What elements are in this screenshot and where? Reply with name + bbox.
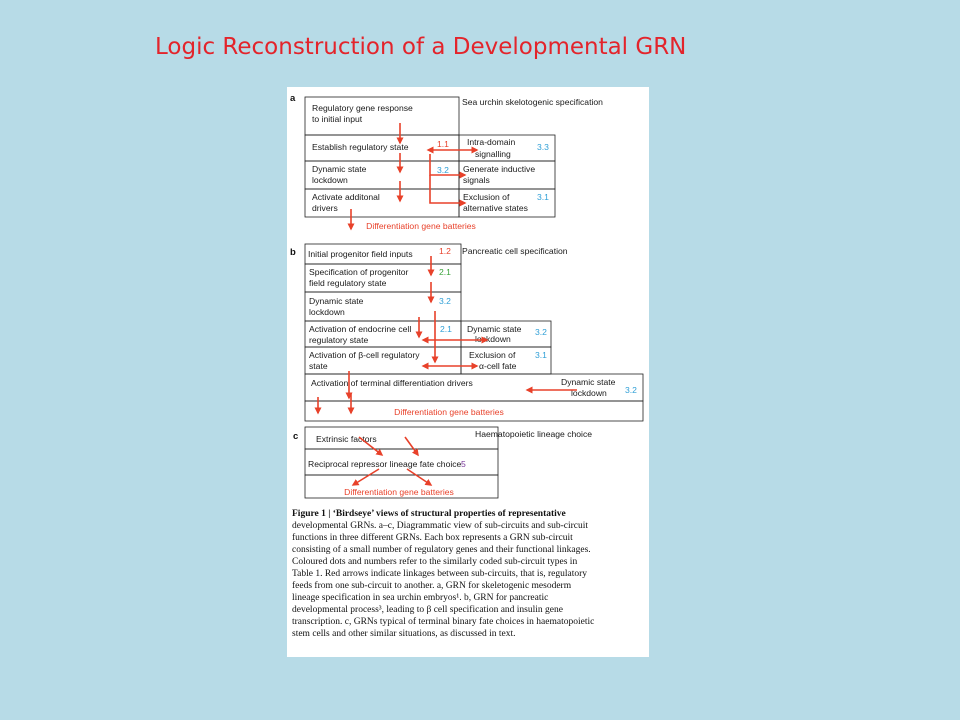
panel-a-box2-num: 1.1 xyxy=(437,139,449,149)
caption-line: Coloured dots and numbers refer to the s… xyxy=(292,557,578,568)
panel-a-title: Sea urchin skelotogenic specification xyxy=(462,97,603,107)
panel-a-box3-line2: lockdown xyxy=(312,175,348,185)
panel-a-side1-line1: Intra-domain xyxy=(467,137,515,147)
panel-b-box6-label: Activation of terminal differentiation d… xyxy=(311,378,473,388)
panel-b-box3-line1: Dynamic state xyxy=(309,296,364,306)
panel-b-letter: b xyxy=(290,247,296,258)
panel-b-box-batteries xyxy=(304,400,644,422)
panel-a-box2-label: Establish regulatory state xyxy=(312,142,409,152)
panel-b-box5-side-num: 3.1 xyxy=(535,350,547,360)
panel-a-side3-line1: Exclusion of xyxy=(463,192,510,202)
panel-a-letter: a xyxy=(290,93,296,104)
panel-b-box1-label: Initial progenitor field inputs xyxy=(308,249,413,259)
caption-line: lineage specification in sea urchin embr… xyxy=(292,593,549,604)
caption-line: stem cells and other similar situations,… xyxy=(292,629,516,640)
caption-line: functions in three different GRNs. Each … xyxy=(292,533,573,544)
caption-line: Table 1. Red arrows indicate linkages be… xyxy=(292,569,588,580)
panel-b-box4-line2: regulatory state xyxy=(309,335,368,345)
figure-panel: a Sea urchin skelotogenic specification … xyxy=(287,87,649,657)
panel-a-box3-num: 3.2 xyxy=(437,165,449,175)
panel-a-batteries: Differentiation gene batteries xyxy=(366,221,476,231)
panel-b-box6-side-line1: Dynamic state xyxy=(561,377,616,387)
panel-a-box1-line1: Regulatory gene response xyxy=(312,103,413,113)
panel-b-batteries: Differentiation gene batteries xyxy=(394,407,504,417)
panel-b-box5-side-line1: Exclusion of xyxy=(469,350,516,360)
grn-diagram: a Sea urchin skelotogenic specification … xyxy=(290,93,644,499)
caption-line: consisting of a small number of regulato… xyxy=(292,545,591,556)
panel-b-box1-num: 1.2 xyxy=(439,246,451,256)
caption-line: developmental process³, leading to β cel… xyxy=(292,605,563,616)
panel-c-batteries: Differentiation gene batteries xyxy=(344,487,454,497)
panel-b-box4-side-line2: lockdown xyxy=(475,334,511,344)
panel-c-title: Haematopoietic lineage choice xyxy=(475,429,592,439)
panel-c-box-batteries xyxy=(304,474,499,499)
panel-c-arrow-3 xyxy=(351,468,380,486)
panel-c-box2-label: Reciprocal repressor lineage fate choice xyxy=(308,459,462,469)
caption-line: Figure 1 | ‘Birdseye’ views of structura… xyxy=(292,509,566,519)
panel-b-box3-line2: lockdown xyxy=(309,307,345,317)
panel-b-box4-num: 2.1 xyxy=(440,324,452,334)
panel-c-box2-num: 5 xyxy=(461,459,466,469)
figure-caption: Figure 1 | ‘Birdseye’ views of structura… xyxy=(292,508,644,641)
panel-a-side1-line2: signalling xyxy=(475,149,511,159)
panel-a-box1-line2: to initial input xyxy=(312,114,363,124)
panel-c-arrow-2 xyxy=(404,436,419,457)
panel-b-box6-side-line2: lockdown xyxy=(571,388,607,398)
slide-title: Logic Reconstruction of a Developmental … xyxy=(155,34,687,60)
panel-a-box4-line2: drivers xyxy=(312,203,338,213)
panel-a-side2-line2: signals xyxy=(463,175,490,185)
panel-b-box6-side-num: 3.2 xyxy=(625,385,637,395)
panel-b-box5-line1: Activation of β-cell regulatory xyxy=(309,350,420,360)
panel-a-side3-line2: alternative states xyxy=(463,203,528,213)
panel-b-box4-side-num: 3.2 xyxy=(535,327,547,337)
panel-b-title: Pancreatic cell specification xyxy=(462,246,568,256)
panel-b-box2-num: 2.1 xyxy=(439,267,451,277)
caption-line: developmental GRNs. a–c, Diagrammatic vi… xyxy=(292,521,588,532)
caption-line: feeds from one sub-circuit to another. a… xyxy=(292,581,572,592)
panel-c-letter: c xyxy=(293,431,298,442)
panel-a-box3-line1: Dynamic state xyxy=(312,164,367,174)
panel-a-side2-line1: Generate inductive xyxy=(463,164,535,174)
panel-b-box3-num: 3.2 xyxy=(439,296,451,306)
panel-a-side1-num: 3.3 xyxy=(537,142,549,152)
caption-line: transcription. c, GRNs typical of termin… xyxy=(292,617,595,628)
panel-c-box1-label: Extrinsic factors xyxy=(316,434,377,444)
panel-b-box2-line1: Specification of progenitor xyxy=(309,267,409,277)
panel-b-box5-side-line2: α-cell fate xyxy=(479,361,517,371)
panel-c-arrow-4 xyxy=(406,468,433,486)
panel-c-arrow-1 xyxy=(358,436,384,456)
panel-a-side3-num: 3.1 xyxy=(537,192,549,202)
panel-a-arrow-exclusion xyxy=(429,175,467,207)
panel-b-box4-side-line1: Dynamic state xyxy=(467,324,522,334)
panel-b-box5-line2: state xyxy=(309,361,328,371)
panel-a-box4-line1: Activate additonal xyxy=(312,192,380,202)
panel-b-box2-line2: field regulatory state xyxy=(309,278,387,288)
panel-b-box4-line1: Activation of endocrine cell xyxy=(309,324,411,334)
